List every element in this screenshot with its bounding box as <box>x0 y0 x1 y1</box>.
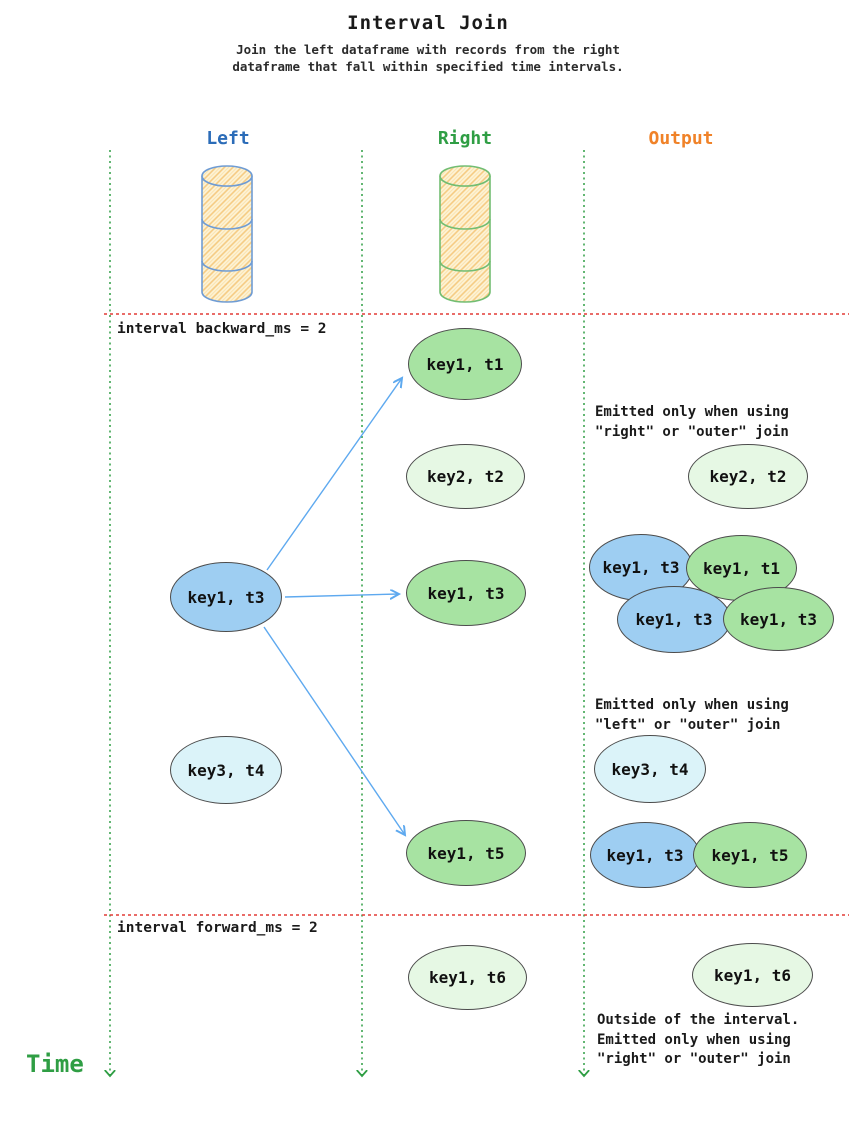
annotation-outside-line2: Emitted only when using <box>597 1031 791 1048</box>
annotation-outside-interval: Outside of the interval. Emitted only wh… <box>597 1011 799 1070</box>
subtitle-line1: Join the left dataframe with records fro… <box>236 42 620 57</box>
column-header-left: Left <box>206 128 250 149</box>
node-output-pair-blue-t3: key1, t3 <box>590 822 700 888</box>
node-output-pair-green-t5: key1, t5 <box>693 822 807 888</box>
arrow-t3-to-t1 <box>266 378 402 571</box>
node-left-key3-t4: key3, t4 <box>170 736 282 804</box>
annotation-outside-line3: "right" or "outer" join <box>597 1051 791 1067</box>
annotation-left-outer-line2: "left" or "outer" join <box>595 716 781 733</box>
column-header-output: Output <box>648 128 714 149</box>
time-axis-label: Time <box>26 1050 84 1078</box>
right-database-icon <box>439 165 491 303</box>
node-output-key1-t6: key1, t6 <box>692 943 813 1007</box>
arrow-t3-to-t3 <box>284 594 399 597</box>
annotation-left-outer: Emitted only when using "left" or "outer… <box>595 696 789 735</box>
node-output-key2-t2: key2, t2 <box>688 444 808 509</box>
node-output-key3-t4: key3, t4 <box>594 735 706 803</box>
annotation-right-outer: Emitted only when using "right" or "oute… <box>595 403 789 442</box>
node-right-key1-t6: key1, t6 <box>408 945 527 1010</box>
left-database-icon <box>201 165 253 303</box>
node-output-cluster-green-t3: key1, t3 <box>723 587 834 651</box>
column-header-right: Right <box>437 128 493 149</box>
node-left-key1-t3: key1, t3 <box>170 562 282 632</box>
annotation-outside-line1: Outside of the interval. <box>597 1012 800 1028</box>
node-right-key1-t1: key1, t1 <box>408 328 522 400</box>
node-output-cluster-blue-t3-bottom: key1, t3 <box>617 586 731 653</box>
arrow-t3-to-t5 <box>263 626 405 835</box>
node-right-key1-t5: key1, t5 <box>406 820 526 886</box>
annotation-right-outer-line1: Emitted only when using <box>595 404 789 420</box>
interval-backward-label: interval backward_ms = 2 <box>117 321 327 337</box>
interval-forward-label: interval forward_ms = 2 <box>117 920 318 936</box>
annotation-right-outer-line2: "right" or "outer" join <box>595 423 789 440</box>
annotation-left-outer-line1: Emitted only when using <box>595 697 789 713</box>
subtitle-line2: dataframe that fall within specified tim… <box>232 59 624 74</box>
node-right-key1-t3: key1, t3 <box>406 560 526 626</box>
page-title: Interval Join <box>347 12 509 34</box>
node-right-key2-t2: key2, t2 <box>406 444 525 509</box>
